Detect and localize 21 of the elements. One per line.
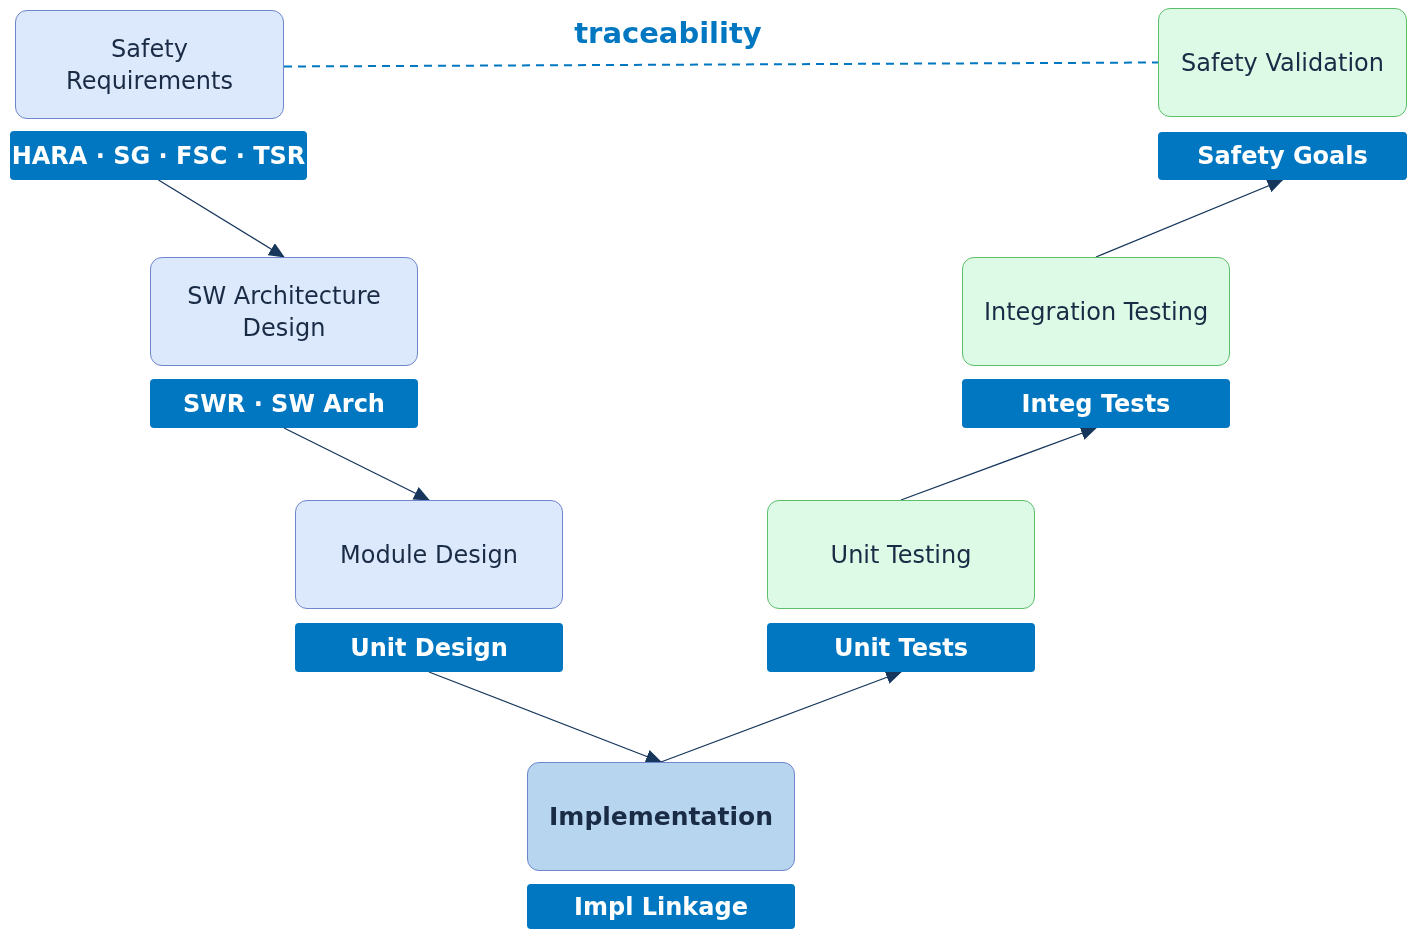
artifact-tag: Integ Tests — [962, 379, 1230, 428]
arrow — [157, 179, 285, 258]
implementation-box: Implementation — [527, 762, 795, 871]
design-box: Module Design — [295, 500, 563, 609]
artifact-tag: Unit Tests — [767, 623, 1035, 672]
artifact-tag: SWR · SW Arch — [150, 379, 418, 428]
testing-box: Unit Testing — [767, 500, 1035, 609]
design-box: SW Architecture Design — [150, 257, 418, 366]
artifact-tag: HARA · SG · FSC · TSR — [10, 131, 307, 180]
requirement-box: Safety Requirements — [15, 10, 284, 119]
artifact-tag: Impl Linkage — [527, 884, 795, 929]
arrow — [428, 671, 662, 764]
validation-box: Safety Validation — [1158, 8, 1407, 117]
artifact-tag: Unit Design — [295, 623, 563, 672]
arrow — [283, 427, 430, 501]
arrow — [660, 670, 902, 763]
artifact-tag: Safety Goals — [1158, 132, 1407, 180]
arrow — [900, 426, 1097, 501]
arrow — [1095, 179, 1284, 258]
dashed-connector — [283, 61, 1159, 68]
testing-box: Integration Testing — [962, 257, 1230, 366]
